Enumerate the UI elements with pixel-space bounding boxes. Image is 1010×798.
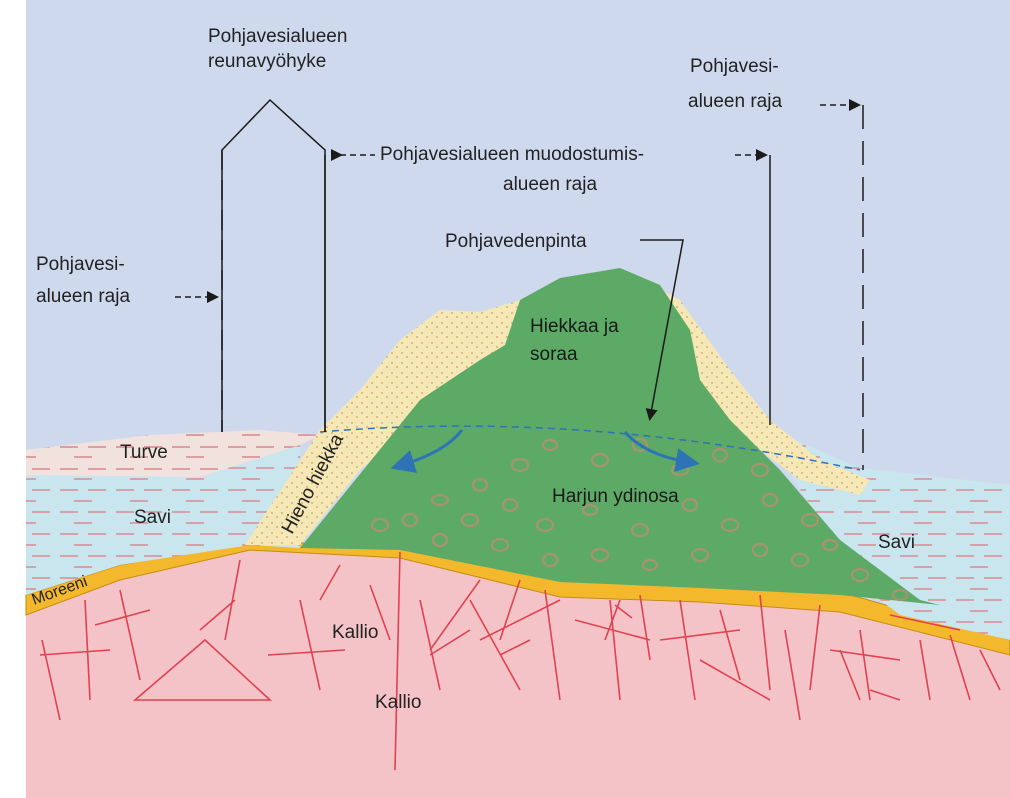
muodostumis-label-line2: alueen raja <box>503 174 597 195</box>
muodostumis-label-line1: Pohjavesialueen muodostumis- <box>380 144 644 165</box>
pohjavedenpinta-label: Pohjavedenpinta <box>445 231 587 252</box>
kallio-upper-label: Kallio <box>332 622 378 643</box>
left-raja-label-line1: Pohjavesi- <box>36 254 125 275</box>
right-raja-label-line1: Pohjavesi- <box>690 56 779 77</box>
reunavyohyke-label-line2: reunavyöhyke <box>208 51 326 72</box>
savi-left-label: Savi <box>134 507 171 528</box>
right-raja-label-line2: alueen raja <box>688 91 782 112</box>
hiekkaa-label-line2: soraa <box>530 344 578 365</box>
turve-label: Turve <box>120 442 168 463</box>
left-raja-label-line2: alueen raja <box>36 286 130 307</box>
savi-right-label: Savi <box>878 532 915 553</box>
harjun-ydinosa-label: Harjun ydinosa <box>552 486 679 507</box>
hiekkaa-label-line1: Hiekkaa ja <box>530 316 619 337</box>
reunavyohyke-label-line1: Pohjavesialueen <box>208 26 347 47</box>
kallio-lower-label: Kallio <box>375 692 421 713</box>
